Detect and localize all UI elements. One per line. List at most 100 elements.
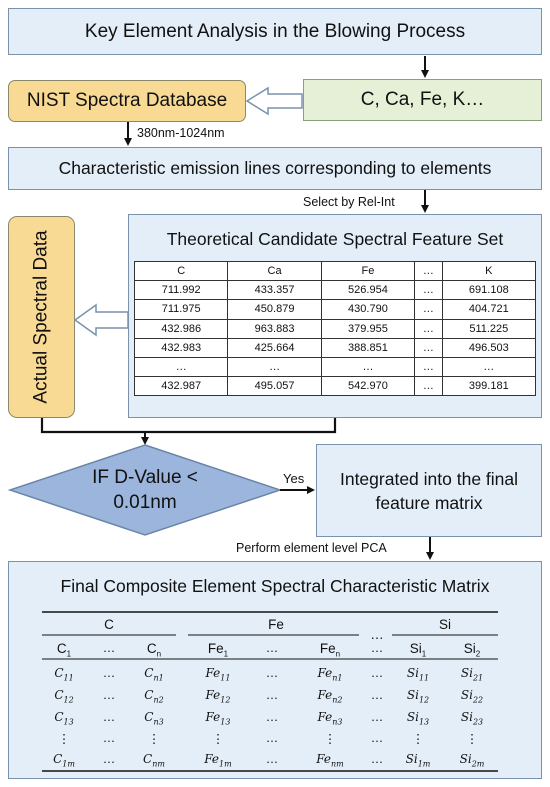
final-matrix-box: Final Composite Element Spectral Charact… [8,561,542,779]
cell-fenm-base: Fe [316,752,332,766]
dots-cell: … [265,731,279,745]
cell-fen2-base: Fe [317,688,333,702]
subheader-fe1-base: Fe [207,641,224,656]
cell-c12: C12 [54,688,73,704]
title-box: Key Element Analysis in the Blowing Proc… [8,8,542,55]
table-header-cell: Fe [320,260,416,282]
table-cell: 542.970 [320,376,416,397]
table-cell: … [441,356,537,378]
cell-fe11: Fe11 [206,666,231,682]
cell-si12-sub: 12 [418,695,430,705]
hollow-arrow-candidate-to-actual [73,303,129,337]
subheader-c1: C1 [57,641,71,659]
cell-si21-base: Si [460,666,473,680]
table-cell: 963.883 [227,318,322,339]
table-header-cell: … [414,260,443,282]
cell-fe13-sub: 13 [220,717,231,727]
table-row: … … … … … [133,356,537,378]
cell-fen1-sub: n1 [332,673,343,683]
cell-fen2: Fen2 [317,688,342,704]
cell-si23-base: Si [460,710,473,724]
table-cell: 432.986 [133,318,229,339]
cell-si22-base: Si [460,688,473,702]
subheader-fe1: Fe1 [208,641,228,659]
table-header-cell: K [441,260,537,282]
table-cell: 511.225 [441,318,537,339]
cell-fe1m: Fe1m [204,752,231,768]
cell-cn3: Cn3 [144,710,163,726]
table-row: 432.986 963.883 379.955 … 511.225 [133,318,537,339]
cell-si21: Si21 [461,666,483,682]
cell-si1m-base: Si [405,752,418,766]
dots-cell: … [265,710,279,724]
cell-fe12-sub: 12 [220,695,231,705]
table-cell: … [414,280,443,301]
subheader-cn-base: C [146,641,157,656]
subheader-fen-base: Fe [319,641,336,656]
table-cell: 450.879 [227,299,322,320]
subheader-fen: Fen [320,641,340,659]
cell-cn3-base: C [144,710,154,724]
table-cell: … [133,356,229,378]
vdots-fen: ⋮ [323,732,337,746]
dots-cell: … [370,641,384,655]
table-header-row: C Ca Fe … K [133,260,537,282]
table-row: 432.987 495.057 542.970 … 399.181 [133,376,537,397]
cell-si2m-sub: 2m [471,759,485,769]
cell-c13-sub: 13 [63,717,74,727]
cell-si13-sub: 13 [418,717,430,727]
cell-c11-sub: 11 [63,673,74,683]
cell-cnm: Cnm [143,752,165,768]
cell-fe11-base: Fe [205,666,221,680]
cell-fen3-base: Fe [317,710,333,724]
cell-si12: Si12 [407,688,429,704]
cell-si22-sub: 22 [472,695,484,705]
elements-label: C, Ca, Fe, K… [360,89,485,110]
subheader-c1-sub: 1 [66,649,72,659]
cell-fenm-sub: nm [331,759,344,769]
cell-si11-sub: 11 [418,673,430,683]
cell-cn1: Cn1 [144,666,163,682]
subheader-c1-base: C [56,641,67,656]
table-header-cell: C [133,260,229,282]
subheader-si2: Si2 [464,641,480,659]
cell-c11-base: C [54,666,64,680]
subheader-cn-sub: n [156,649,162,659]
cell-cn2-sub: n2 [153,695,164,705]
group-header-c: C [104,617,114,632]
cell-c12-base: C [54,688,64,702]
cell-fen3-sub: n3 [332,717,343,727]
characteristic-lines-label: Characteristic emission lines correspond… [58,158,492,178]
dots-cell: … [102,731,116,745]
table-cell: … [414,337,443,358]
subheader-dots-fe: … [265,641,279,655]
cell-fe13: Fe13 [206,710,231,726]
cell-c1m-sub: 1m [62,759,75,769]
cell-fen3: Fen3 [317,710,342,726]
integrated-line-1: Integrated into the final [339,468,519,489]
pca-label: Perform element level PCA [236,541,387,555]
cell-cn1-sub: n1 [153,673,164,683]
table-cell: 399.181 [441,376,537,397]
dots-cell: … [265,666,279,680]
cell-fen1-base: Fe [317,666,333,680]
cell-fe1m-base: Fe [204,752,220,766]
cell-si1m-sub: 1m [417,759,431,769]
dots-cell: … [265,688,279,702]
cell-si11-base: Si [406,666,419,680]
cell-si1m: Si1m [406,752,431,768]
table-cell: 388.851 [320,337,416,358]
group-header-fe: Fe [268,617,284,632]
table-cell: 495.057 [227,376,322,397]
table-cell: 711.975 [133,299,229,320]
vdots-si2: ⋮ [465,732,479,746]
cell-cn1-base: C [144,666,154,680]
nist-database-label: NIST Spectra Database [26,90,228,111]
cell-fe12-base: Fe [205,688,221,702]
range-label: 380nm-1024nm [137,126,225,140]
integrated-line-2: feature matrix [375,492,483,513]
dots-cell: … [265,752,279,766]
subheader-si1-sub: 1 [421,649,427,659]
cell-si23-sub: 23 [472,717,484,727]
